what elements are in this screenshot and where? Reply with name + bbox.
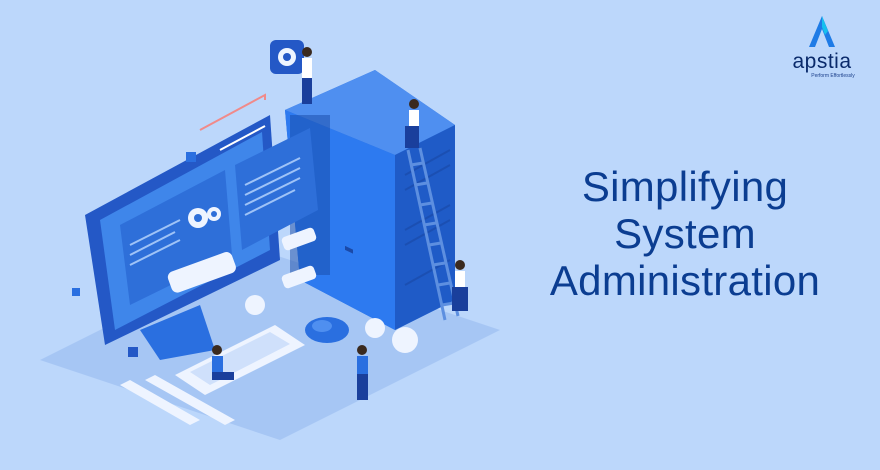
headline-line-2: System bbox=[614, 210, 756, 257]
monitor-icon bbox=[85, 115, 318, 360]
ladder-icon bbox=[406, 147, 460, 321]
brand-tagline: Perform Effortlessly bbox=[811, 73, 855, 79]
gear-icon bbox=[270, 40, 304, 74]
headline-line-1: Simplifying bbox=[581, 163, 789, 210]
gear-icon bbox=[188, 207, 221, 228]
mouse-icon bbox=[305, 317, 349, 343]
wrench-icon bbox=[120, 375, 235, 425]
headline: Simplifying System Administration bbox=[500, 163, 870, 304]
decorative-outlines bbox=[199, 93, 266, 151]
brand-name: apstia bbox=[792, 50, 852, 73]
gear-icon bbox=[245, 295, 418, 353]
logo-mark-icon bbox=[809, 16, 835, 47]
headline-line-3: Administration bbox=[549, 257, 821, 304]
decorative-cubes bbox=[72, 152, 196, 357]
brand-logo: apstia Perform Effortlessly bbox=[772, 14, 872, 104]
person-figures bbox=[212, 47, 468, 400]
